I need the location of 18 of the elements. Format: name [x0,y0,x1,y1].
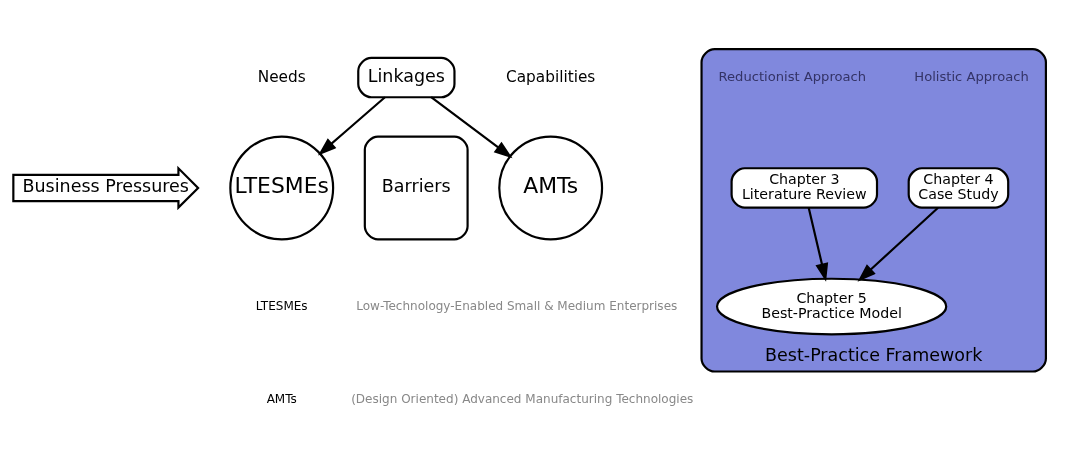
node-label: Needs [257,67,306,86]
arrow [430,95,513,158]
node-box: Barriers [363,135,469,240]
arrow [857,206,939,282]
node-ellipse: Chapter 5 Best-Practice Model [715,277,948,335]
node-label: Capabilities [506,67,596,86]
arrow [807,207,829,282]
label: (Design Oriented) Advanced Manufacturing Technologies [351,391,694,406]
label: LTESMEs [255,298,308,313]
arrow [317,95,386,155]
node-circle: AMTs [498,135,604,240]
label: Reductionist Approach [718,68,867,84]
node-box: Chapter 3 Literature Review [730,166,879,209]
node-box: Chapter 4 Case Study [907,166,1010,209]
label: Holistic Approach [914,68,1029,84]
node-box: Linkages [357,56,456,98]
label: Low-Technology-Enabled Small & Medium Enterprises [356,298,678,313]
label: AMTs [266,391,297,406]
